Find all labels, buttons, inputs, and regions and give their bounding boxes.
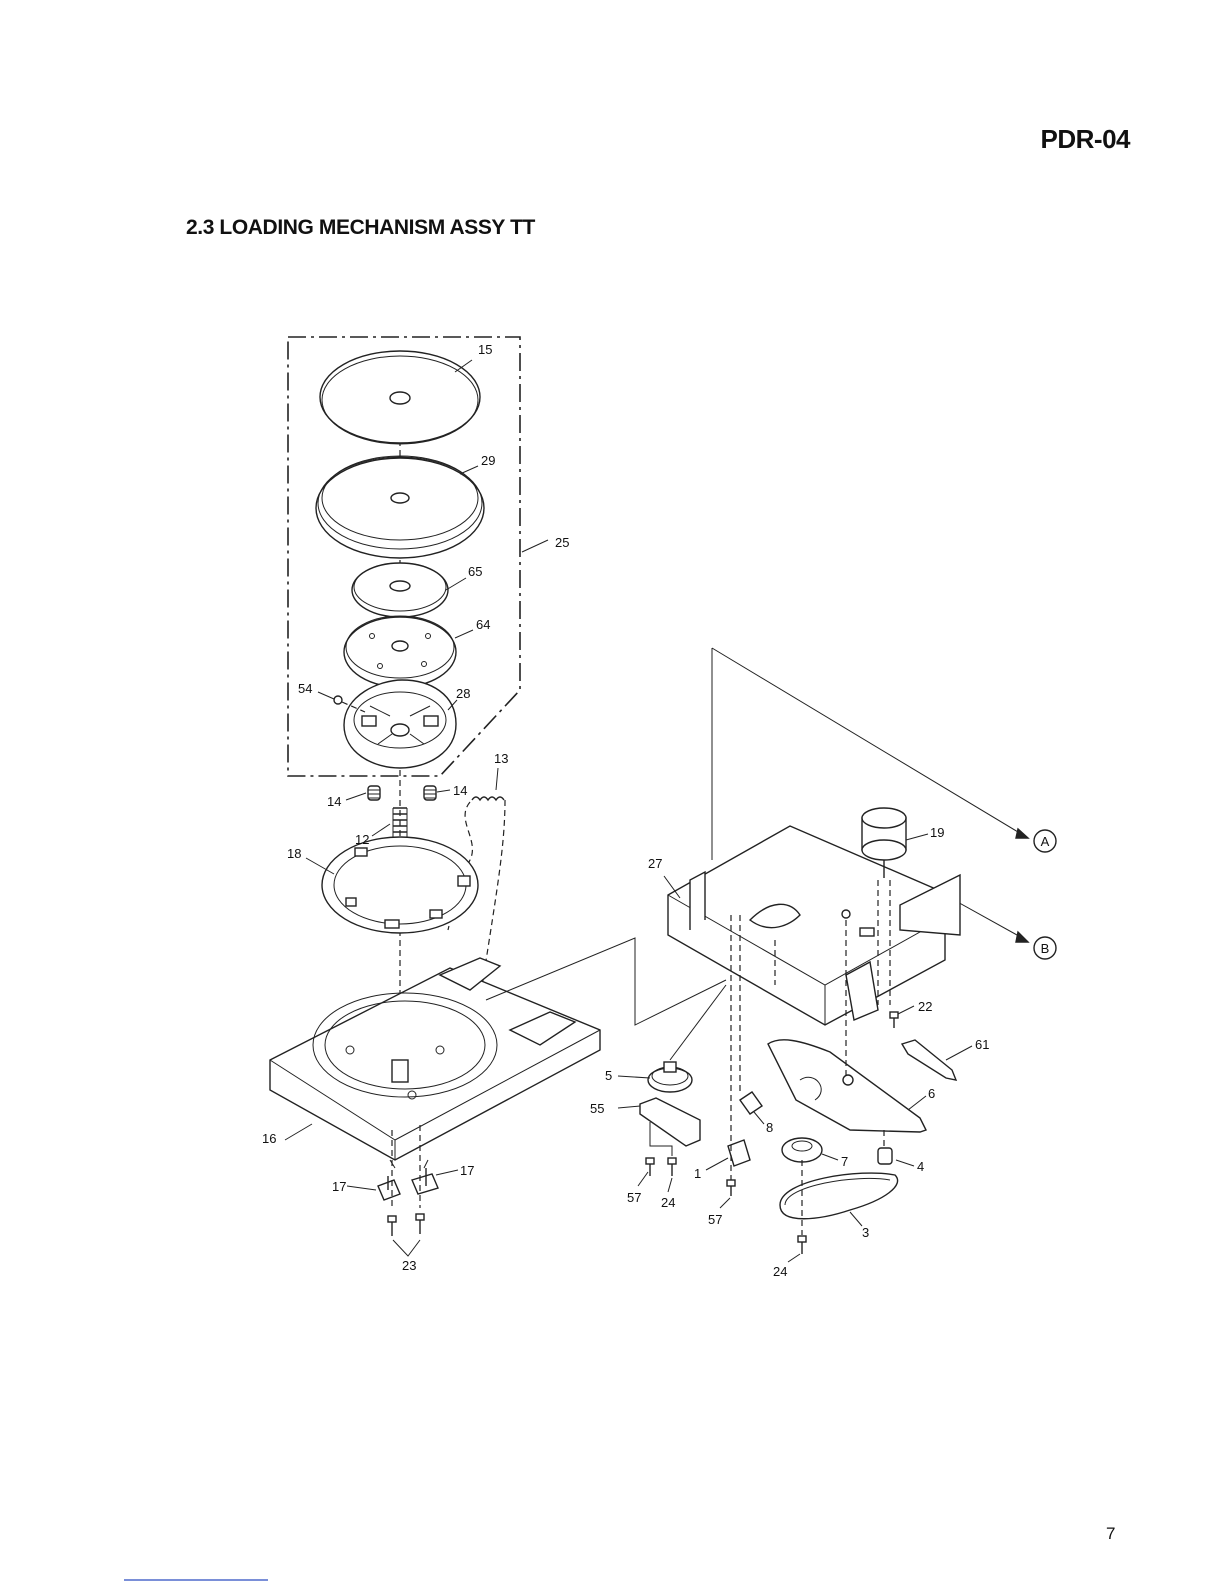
arrow-A [1016, 829, 1028, 838]
cam-plate-6 [768, 1040, 926, 1132]
pulley-4 [878, 1148, 892, 1164]
callout-54: 54 [298, 681, 312, 696]
screw-24-left [668, 1158, 676, 1176]
callout-13: 13 [494, 751, 508, 766]
hub-28 [344, 680, 456, 768]
tray-16 [270, 958, 600, 1160]
callout-1: 1 [694, 1166, 701, 1181]
callout-17-left: 17 [332, 1179, 346, 1194]
spring-14-right [424, 786, 436, 800]
pulley-7 [782, 1138, 822, 1162]
callout-24-right: 24 [773, 1264, 787, 1279]
callout-29: 29 [481, 453, 495, 468]
callout-4: 4 [917, 1159, 924, 1174]
link-gear-5 [670, 985, 726, 1060]
spring-14-left [368, 786, 380, 800]
lever-61 [902, 1040, 956, 1080]
callout-14-right: 14 [453, 783, 467, 798]
callout-24-left: 24 [661, 1195, 675, 1210]
connector-a: A [1034, 830, 1056, 852]
leader-23 [393, 1240, 420, 1256]
callout-61: 61 [975, 1037, 989, 1052]
callout-17-right: 17 [460, 1163, 474, 1178]
foot-17-left [378, 1176, 400, 1200]
gear-5 [648, 1062, 692, 1092]
screw-23-right [416, 1214, 424, 1234]
bottom-rule [124, 1579, 268, 1581]
callout-8: 8 [766, 1120, 773, 1135]
callout-6: 6 [928, 1086, 935, 1101]
plate-64 [344, 616, 456, 687]
screw-23-left [388, 1216, 396, 1236]
callout-12: 12 [355, 832, 369, 847]
screw-57-right [727, 1180, 735, 1196]
bracket-55 [640, 1098, 700, 1146]
sheet-65 [352, 563, 448, 617]
disc-15 [320, 351, 480, 444]
arrow-B [1016, 932, 1028, 942]
callout-28: 28 [456, 686, 470, 701]
callout-65: 65 [468, 564, 482, 579]
callout-3: 3 [862, 1225, 869, 1240]
connector-b-label: B [1041, 941, 1050, 956]
callout-55: 55 [590, 1101, 604, 1116]
platter-29 [316, 456, 484, 558]
callout-5: 5 [605, 1068, 612, 1083]
callout-7: 7 [841, 1154, 848, 1169]
callout-23: 23 [402, 1258, 416, 1273]
callout-22: 22 [918, 999, 932, 1014]
callout-57-left: 57 [627, 1190, 641, 1205]
callout-18: 18 [287, 846, 301, 861]
callout-57-right: 57 [708, 1212, 722, 1227]
callout-25: 25 [555, 535, 569, 550]
callout-15: 15 [478, 342, 492, 357]
screw-24-right [798, 1236, 806, 1254]
holder-1 [728, 1140, 750, 1166]
page-number: 7 [1106, 1524, 1115, 1544]
connector-b: B [1034, 937, 1056, 959]
foot-17-right [412, 1168, 438, 1194]
screw-22 [890, 1012, 898, 1028]
callout-27: 27 [648, 856, 662, 871]
callout-14-left: 14 [327, 794, 341, 809]
link-to-A [712, 648, 1028, 838]
connector-a-label: A [1041, 834, 1050, 849]
callout-19: 19 [930, 825, 944, 840]
belt-3 [780, 1173, 898, 1219]
callout-16: 16 [262, 1131, 276, 1146]
ring-18 [322, 837, 478, 933]
callout-64: 64 [476, 617, 490, 632]
bracket-8 [740, 1092, 762, 1114]
